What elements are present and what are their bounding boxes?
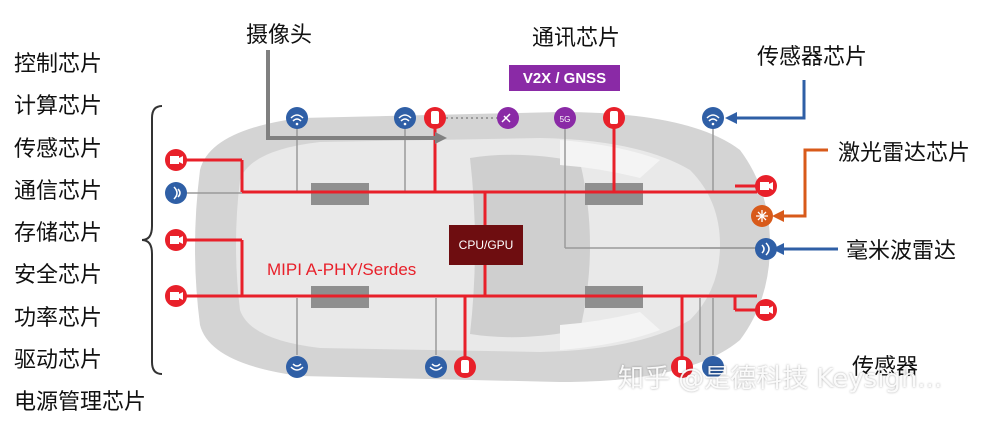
satellite-node <box>497 107 519 129</box>
mmwave-radar-label: 毫米波雷达 <box>846 239 957 264</box>
mipi-bus-lines <box>186 118 757 365</box>
chip-category-security: 安全芯片 <box>14 263 103 289</box>
sensor-node-top-2 <box>394 107 416 129</box>
mmwave-radar-pointer-arrow <box>772 243 784 255</box>
comm-chip-label: 通讯芯片 <box>532 26 621 51</box>
sensor-node-top-3 <box>702 107 724 129</box>
chip-category-control: 控制芯片 <box>14 52 103 77</box>
lidar-chip-pointer-arrow <box>772 210 784 222</box>
sensor-node-bottom-1 <box>286 356 308 378</box>
sensor-node-top-1 <box>286 107 308 129</box>
gray-connector-lines <box>186 128 757 355</box>
camera-node-left-3 <box>165 285 187 307</box>
device-node-top-1 <box>424 107 446 129</box>
device-node-top-2 <box>603 107 625 129</box>
camera-pointer <box>266 50 435 140</box>
device-node-bottom-1 <box>454 356 476 378</box>
fiveg-node: 5G <box>554 107 576 129</box>
sensor-chip-pointer-arrow <box>725 112 737 124</box>
sensor-node-bottom-3 <box>702 356 724 378</box>
chip-category-storage: 存储芯片 <box>14 221 103 247</box>
category-brace <box>141 105 163 375</box>
seat-front-left <box>311 183 369 205</box>
sensor-chip-pointer <box>735 80 806 120</box>
sensor-chip-label: 传感器芯片 <box>757 45 868 70</box>
chip-category-sensing: 传感芯片 <box>14 136 103 162</box>
sensor-node-bottom-2 <box>425 356 447 378</box>
device-node-bottom-2 <box>671 356 693 378</box>
lidar-chip-label: 激光雷达芯片 <box>838 141 971 166</box>
camera-node-right-1 <box>755 175 777 197</box>
chip-category-compute: 计算芯片 <box>14 94 103 120</box>
mmwave-radar-node <box>755 238 777 260</box>
sensor-node-left <box>165 182 187 204</box>
lidar-chip-pointer <box>782 148 828 218</box>
chip-category-power: 功率芯片 <box>14 305 103 331</box>
mipi-bus-label: MIPI A-PHY/Serdes <box>267 260 417 279</box>
chip-category-power-management: 电源管理芯片 <box>14 390 147 416</box>
camera-node-left-2 <box>165 229 187 251</box>
chip-category-driver: 驱动芯片 <box>14 348 103 374</box>
chip-category-communication: 通信芯片 <box>14 178 103 204</box>
chip-category-list: 控制芯片 计算芯片 传感芯片 通信芯片 存储芯片 安全芯片 功率芯片 驱动芯片 … <box>14 48 146 429</box>
sensor-label: 传感器 <box>852 355 919 380</box>
lidar-node <box>751 205 773 227</box>
camera-node-left-1 <box>165 149 187 171</box>
v2x-gnss-badge: V2X / GNSS <box>509 65 620 91</box>
camera-node-right-2 <box>755 299 777 321</box>
watermark: 知乎 @是德科技 Keysigh... <box>618 364 943 394</box>
fiveg-label: 5G <box>560 115 571 124</box>
camera-label: 摄像头 <box>246 23 313 48</box>
camera-pointer-arrow <box>435 132 447 144</box>
cpu-gpu-unit: CPU/GPU <box>449 225 523 265</box>
seat-front-right <box>585 183 643 205</box>
